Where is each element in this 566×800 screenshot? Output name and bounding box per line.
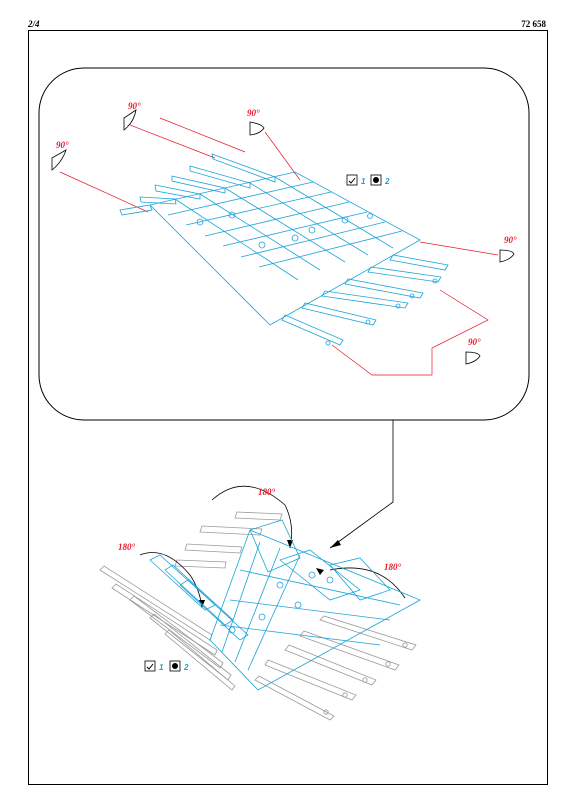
page-frame xyxy=(28,30,548,785)
step-number: 2 xyxy=(183,663,189,672)
glue-icon xyxy=(169,660,181,672)
fold-marker-3: 90° xyxy=(247,108,265,136)
fold-arcs xyxy=(139,485,406,609)
fold-angle-label: 90° xyxy=(468,337,481,347)
fold-angle-label: 90° xyxy=(504,235,517,245)
fold-icon xyxy=(499,249,515,263)
fold-check-icon xyxy=(144,660,156,672)
fold-marker-5: 90° xyxy=(465,337,481,365)
fold-angle-label: 90° xyxy=(247,108,260,118)
assembled-plate xyxy=(209,529,421,691)
fold-marker-1: 90° xyxy=(51,140,69,171)
fold-guide-lines-top xyxy=(59,117,499,376)
bottom-angle-labels: 180° 180° 180° xyxy=(118,487,402,572)
fold-angle-label: 90° xyxy=(128,101,141,111)
page-number: 2/4 xyxy=(28,19,40,29)
fold-icon xyxy=(123,109,137,131)
fold-marker-2: 90° xyxy=(123,101,141,131)
step-number: 1 xyxy=(361,177,366,186)
fold-check-icon xyxy=(346,174,358,186)
glue-drop-icon xyxy=(172,663,178,669)
fold-arrow-heads xyxy=(199,540,324,608)
photo-etch-fret-top xyxy=(119,153,449,346)
fold-icon xyxy=(249,121,265,136)
fold-angle-label: 180° xyxy=(258,487,276,497)
fold-marker-4: 90° xyxy=(499,235,517,263)
step-number: 2 xyxy=(384,177,390,186)
fold-icon xyxy=(51,149,67,171)
fold-angle-label: 90° xyxy=(56,140,69,150)
check-mark-icon xyxy=(146,663,154,670)
ghost-strips xyxy=(99,511,417,721)
top-panel-frame xyxy=(38,67,530,421)
step-number: 1 xyxy=(159,663,164,672)
step-connector-arrow xyxy=(329,420,394,549)
step-legend-bottom: 1 2 xyxy=(144,660,189,672)
check-mark-icon xyxy=(348,177,356,184)
fret-plate xyxy=(149,171,421,326)
step-legend-top: 1 2 xyxy=(346,174,390,186)
fold-angle-label: 180° xyxy=(118,542,136,552)
kit-number: 72 658 xyxy=(521,19,546,29)
glue-drop-icon xyxy=(373,177,379,183)
fold-angle-label: 180° xyxy=(384,562,402,572)
glue-icon xyxy=(370,174,382,186)
fold-icon xyxy=(465,351,481,365)
photo-etch-assembly-bottom xyxy=(149,519,421,691)
